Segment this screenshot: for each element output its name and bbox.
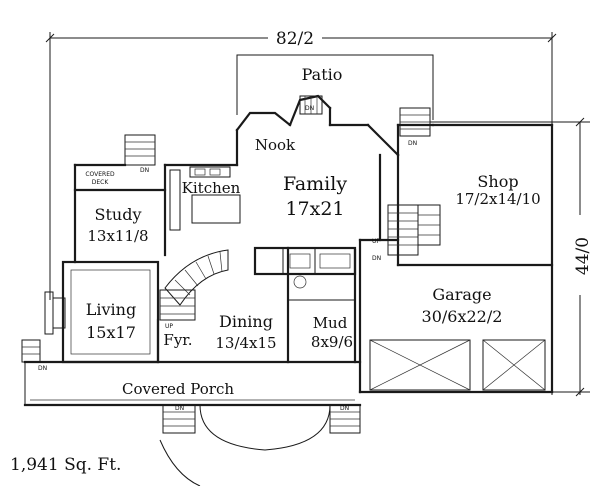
- garage-walls: [358, 123, 554, 394]
- kitchen-counters: [169, 166, 241, 231]
- garage-size: 30/6x22/2: [422, 307, 503, 326]
- area-label: 1,941 Sq. Ft.: [10, 455, 121, 475]
- stairs: [124, 95, 441, 321]
- width-dimension-label: 82/2: [276, 29, 314, 49]
- mud-size: 8x9/6: [311, 333, 353, 351]
- kitchen-label: Kitchen: [182, 179, 241, 197]
- garage-stair-dn: DN: [372, 255, 381, 262]
- patio-label: Patio: [302, 65, 343, 84]
- mud-label: Mud: [313, 314, 348, 332]
- patio-outline: [236, 54, 434, 120]
- shop-label: Shop: [477, 172, 518, 191]
- covered-deck-label-line1: COVERED: [85, 171, 115, 178]
- family-label: Family: [283, 173, 347, 195]
- nook-label: Nook: [255, 136, 296, 154]
- deck-stair-dn: DN: [140, 167, 149, 174]
- depth-dimension-label: 44/0: [573, 237, 593, 275]
- study-size: 13x11/8: [87, 227, 148, 245]
- patio-stair-dn: DN: [305, 105, 314, 112]
- covered-deck-label-line2: DECK: [92, 179, 110, 186]
- covered-porch: [21, 339, 362, 486]
- dining-size: 13/4x15: [215, 334, 276, 352]
- living-size: 15x17: [86, 323, 136, 342]
- study-label: Study: [95, 205, 142, 224]
- room-labels: Patio Nook Family 17x21 Kitchen COVERED …: [85, 65, 540, 398]
- covered-porch-label: Covered Porch: [122, 380, 234, 398]
- stair-marks: DN DN DN UP DN UP DN DN DN: [38, 105, 417, 412]
- foyer-label: Fyr.: [163, 331, 192, 349]
- porch-stair-dn-right: DN: [340, 405, 349, 412]
- dining-label: Dining: [219, 312, 273, 331]
- depth-dimension: 44/0: [430, 117, 593, 397]
- porch-stair-dn-left: DN: [38, 365, 47, 372]
- main-stair-up: UP: [165, 323, 173, 330]
- porch-stair-dn-center: DN: [175, 405, 184, 412]
- family-size: 17x21: [285, 198, 344, 220]
- shop-size: 17/2x14/10: [455, 190, 540, 208]
- garage-stair-up: UP: [372, 238, 380, 245]
- garage-label: Garage: [432, 285, 491, 304]
- house-walls: [23, 94, 400, 364]
- living-label: Living: [86, 300, 136, 319]
- shop-stair-dn: DN: [408, 140, 417, 147]
